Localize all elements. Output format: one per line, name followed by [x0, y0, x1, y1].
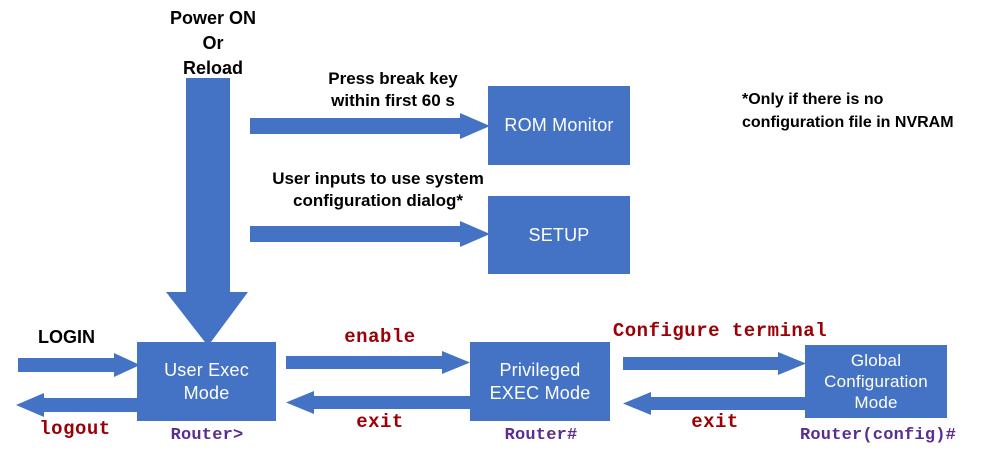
exit-command-label-1: exit — [356, 411, 404, 433]
configure-terminal-arrow — [623, 352, 806, 375]
global-config-prompt-label: Router(config)# — [800, 426, 957, 445]
boot-down-arrow — [166, 78, 248, 346]
configure-terminal-command-label: Configure terminal — [612, 320, 828, 342]
user-exec-mode-box[interactable]: User Exec Mode — [137, 342, 276, 421]
user-inputs-label: User inputs to use system configuration … — [272, 169, 484, 211]
logout-arrow — [16, 393, 140, 417]
global-config-mode-box[interactable]: Global Configuration Mode — [805, 345, 947, 418]
privileged-exec-mode-box[interactable]: Privileged EXEC Mode — [470, 342, 610, 421]
privileged-prompt-label: Router# — [504, 426, 578, 445]
nvram-note-label: *Only if there is no configuration file … — [742, 91, 954, 132]
power-on-or-reload-label: Power ON Or Reload — [169, 8, 257, 78]
press-break-key-label: Press break key within first 60 s — [328, 69, 458, 111]
enable-command-label: enable — [344, 326, 416, 348]
logout-command-label: logout — [39, 418, 111, 440]
login-arrow — [18, 353, 140, 377]
exit-command-label-2: exit — [691, 411, 739, 433]
setup-box[interactable]: SETUP — [488, 196, 630, 274]
user-exec-prompt-label: Router> — [170, 426, 244, 445]
setup-arrow — [250, 221, 490, 247]
rom-monitor-box[interactable]: ROM Monitor — [488, 86, 630, 165]
exit-arrow-2 — [623, 392, 806, 415]
login-label: LOGIN — [38, 327, 95, 347]
exit-arrow-1 — [286, 391, 470, 414]
rom-monitor-arrow — [250, 113, 490, 139]
enable-arrow — [286, 351, 470, 374]
